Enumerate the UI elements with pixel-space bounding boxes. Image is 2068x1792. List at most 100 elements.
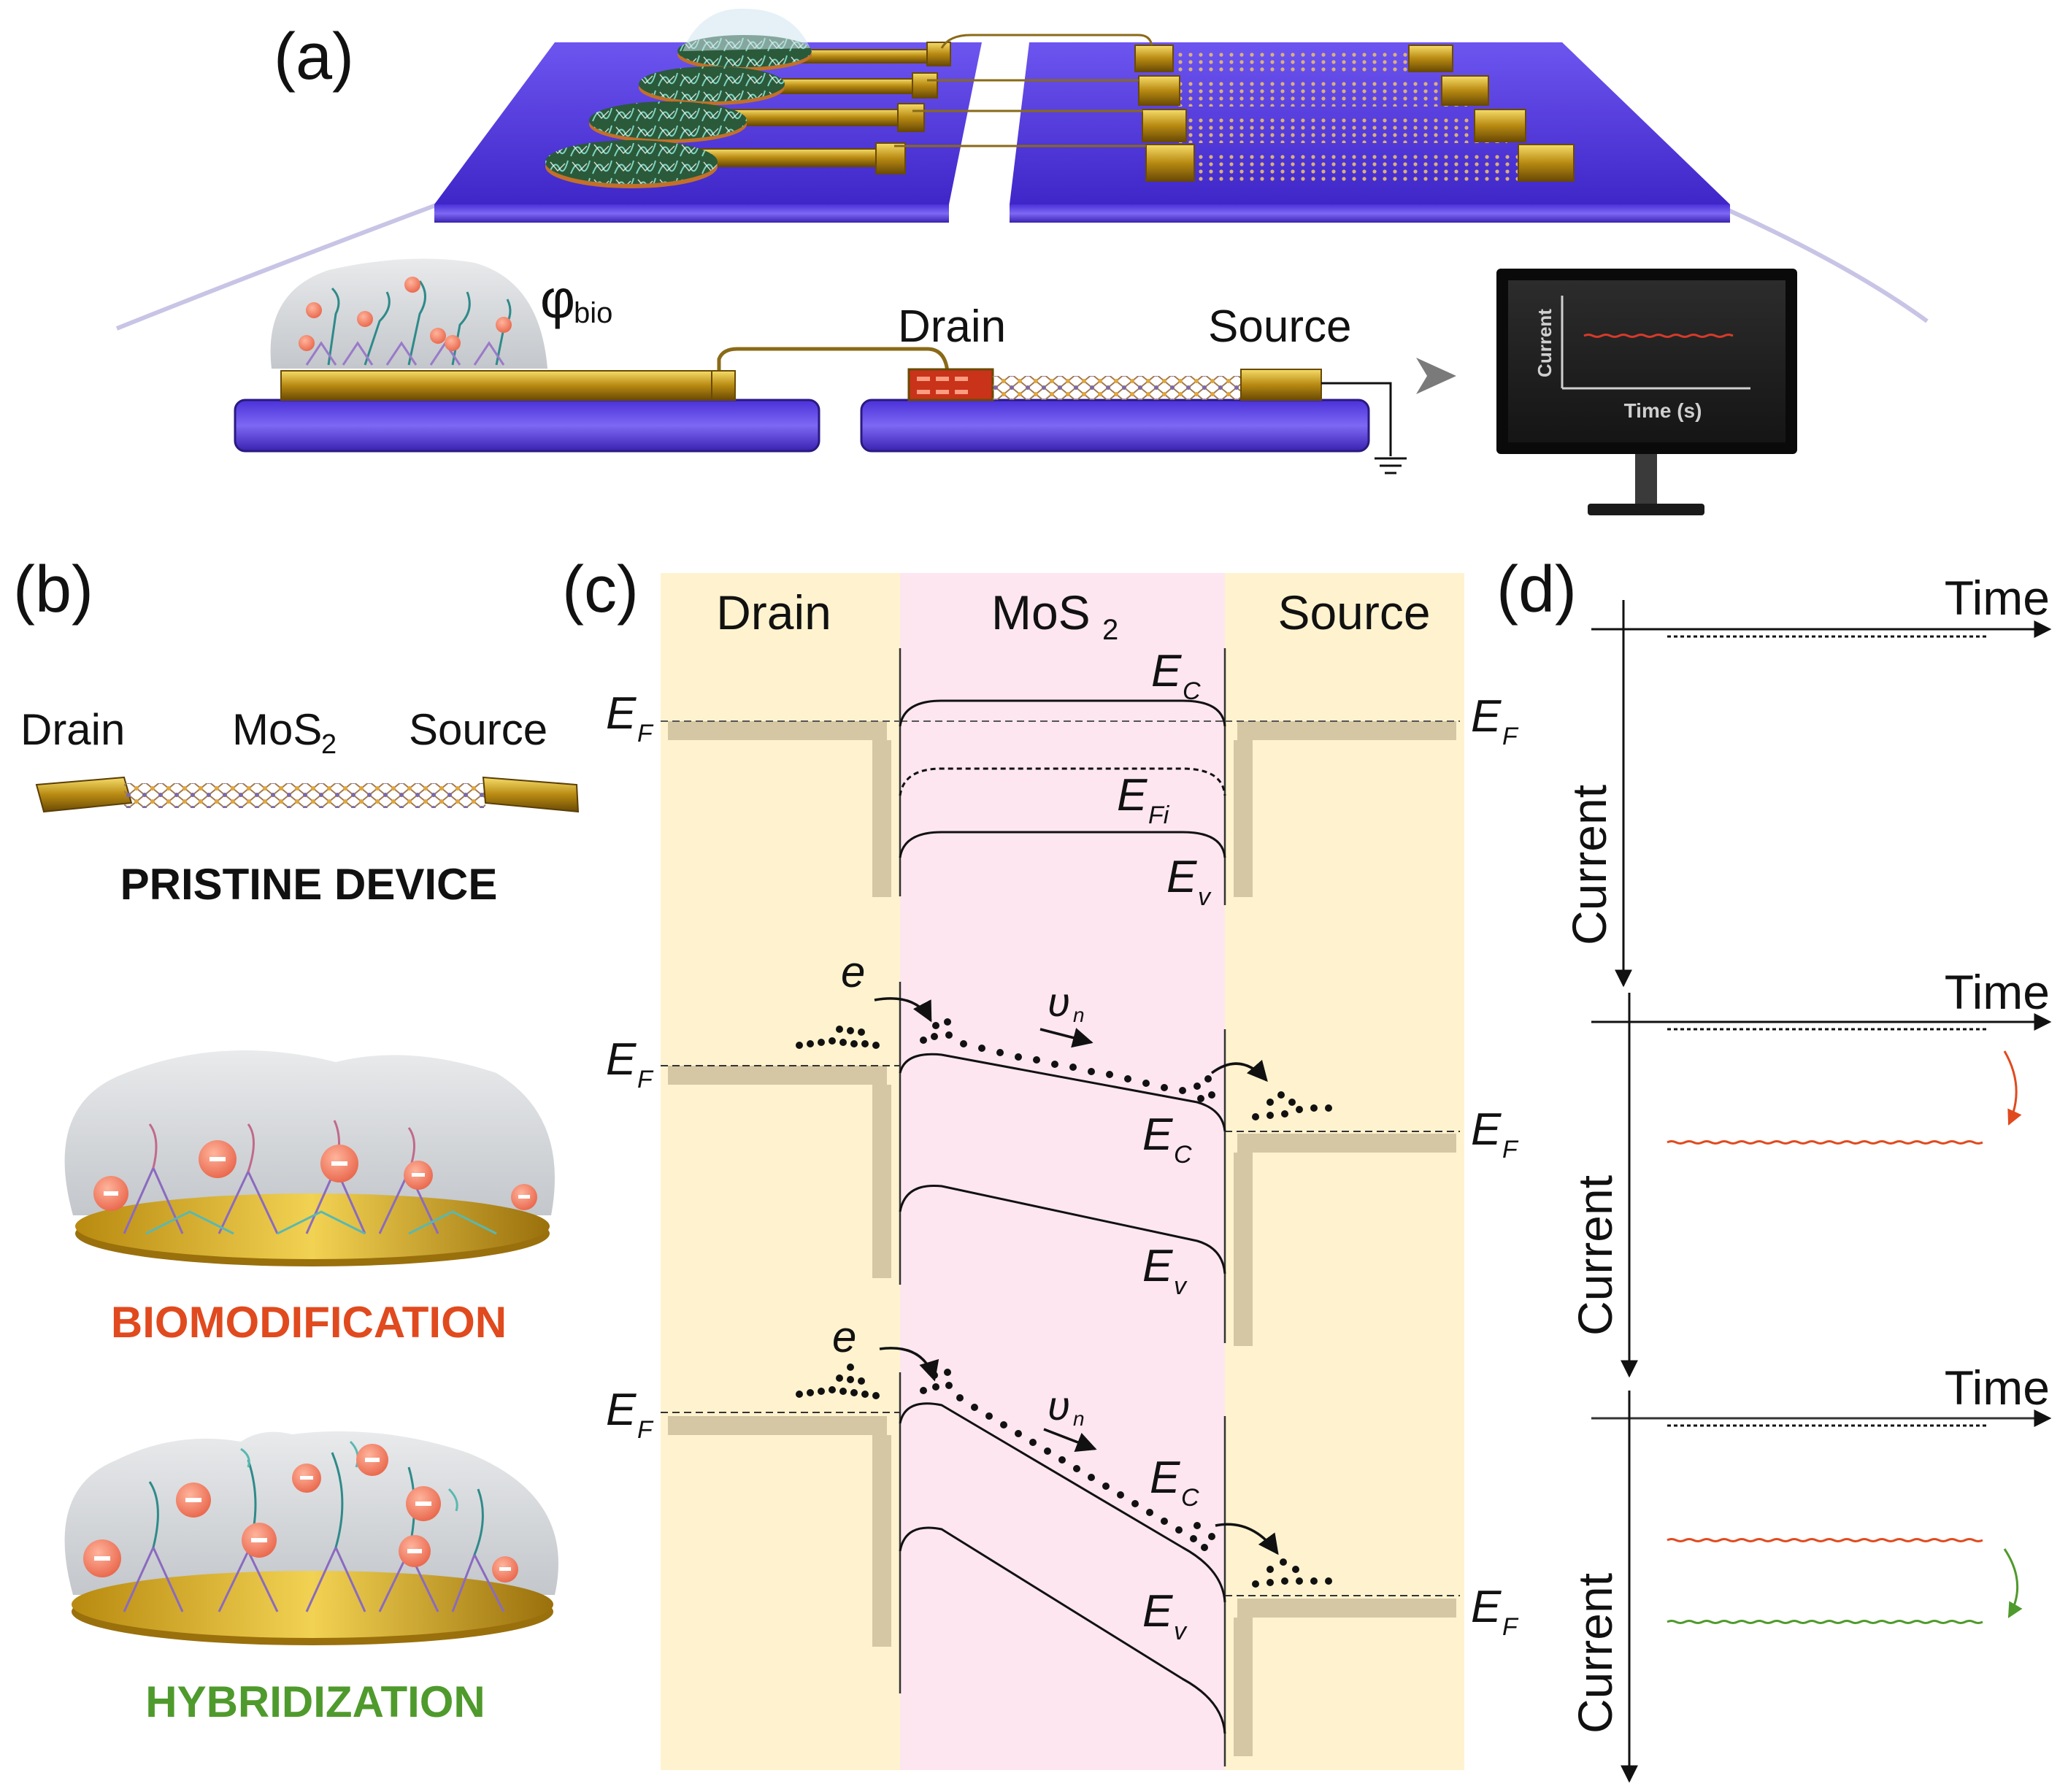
ef-label-d2: E	[606, 1034, 637, 1085]
time-label-1: Time	[1945, 571, 2050, 625]
gate-electrode	[280, 370, 731, 401]
zoom-line-right	[1714, 202, 1929, 323]
biomod-title: BIOMODIFICATION	[111, 1298, 507, 1347]
monitor-signal	[1583, 334, 1734, 338]
ground-symbol	[1375, 457, 1407, 474]
probe-charges-a	[299, 277, 512, 351]
pristine-drain-label: Drain	[20, 705, 125, 754]
ev-curve-2	[899, 1184, 1226, 1274]
electron-exit-arrow-2	[1210, 1059, 1268, 1082]
electron-cloud-2	[796, 1018, 1332, 1120]
ec-sub-2: C	[1174, 1141, 1192, 1169]
electron-inject-arrow-3	[879, 1347, 939, 1382]
time-label-3: Time	[1945, 1361, 2050, 1415]
phi-subscript: bio	[574, 297, 612, 329]
col-mos2-sub: 2	[1102, 614, 1118, 646]
ef-sub-s3: F	[1502, 1613, 1519, 1641]
cross-drain-label: Drain	[898, 301, 1006, 352]
ev-label-1: E	[1166, 852, 1197, 902]
cross-section: φ bio Drain Source	[234, 258, 1456, 474]
current-label-3: Current	[1568, 1573, 1622, 1734]
band-diagram-hybrid	[661, 1347, 1460, 1766]
drain-induced-charges	[917, 377, 968, 394]
cross-substrate-right	[860, 399, 1370, 453]
ef-label-s2: E	[1471, 1104, 1502, 1155]
panel-a: (a)	[115, 8, 1929, 515]
panel-d-label: (d)	[1496, 553, 1577, 626]
band-source-region	[1225, 573, 1464, 1770]
chip-bio-disks	[545, 8, 812, 188]
ec-curve-1	[899, 699, 1226, 727]
shift-arrow-red	[2003, 1050, 2022, 1126]
current-plot-1: Time Current	[1562, 571, 2052, 988]
ef-label-s1: E	[1471, 691, 1502, 742]
col-drain-label: Drain	[716, 585, 831, 639]
panel-d: (d) Time Current Time Current	[1496, 553, 2052, 1783]
col-source-label: Source	[1277, 585, 1430, 639]
panel-c-label: (c)	[562, 553, 639, 626]
monitor-ylabel: Current	[1534, 309, 1556, 377]
monitor-base	[1588, 504, 1704, 515]
panel-a-label: (a)	[274, 20, 354, 93]
ec-label-3: E	[1150, 1453, 1180, 1503]
band-mos2-region	[900, 573, 1225, 1770]
arrow-to-monitor	[1416, 358, 1456, 394]
ec-curve-3	[899, 1402, 1226, 1603]
ground-wire	[1321, 382, 1392, 456]
panel-c: (c) Drain MoS 2 Source E F E F E	[562, 553, 1519, 1770]
electron-inject-arrow-2	[874, 997, 932, 1023]
current-plot-2: Time Current	[1568, 965, 2052, 1378]
band-diagram-equilibrium	[661, 648, 1460, 905]
vn-label-3: υ	[1048, 1383, 1070, 1428]
time-label-2: Time	[1945, 965, 2050, 1019]
biomod-trace-2	[1667, 1140, 1983, 1145]
zoom-line-left	[115, 202, 439, 331]
shift-arrow-green	[2003, 1548, 2023, 1618]
hybrid-trace-3	[1667, 1620, 1983, 1624]
phi-symbol: φ	[540, 269, 575, 329]
ec-sub-1: C	[1183, 677, 1201, 705]
monitor-stand	[1635, 454, 1657, 507]
biomodification-graphic	[64, 1050, 556, 1266]
efi-sub-1: Fi	[1148, 801, 1170, 829]
pristine-source-label: Source	[409, 705, 547, 754]
gate-wire	[717, 347, 950, 373]
drift-arrow-3	[1043, 1428, 1097, 1452]
cross-substrate-left	[234, 399, 820, 453]
ev-label-2: E	[1142, 1241, 1173, 1291]
ec-label-2: E	[1142, 1110, 1173, 1160]
band-drain-region	[661, 573, 900, 1770]
vn-sub-3: n	[1073, 1407, 1085, 1430]
pristine-mos2-sub: 2	[321, 729, 337, 760]
current-label-1: Current	[1562, 785, 1616, 945]
monitor-xlabel: Time (s)	[1624, 399, 1702, 422]
ef-sub-d2: F	[637, 1066, 654, 1093]
bio-dome	[270, 258, 547, 369]
monitor-screen	[1508, 280, 1786, 442]
ev-sub-3: v	[1174, 1618, 1188, 1645]
mos2-channel	[993, 376, 1241, 400]
ef-sub-d3: F	[637, 1416, 654, 1444]
panel-b-label: (b)	[13, 553, 93, 626]
efi-label-1: E	[1117, 770, 1148, 820]
ec-curve-2	[899, 1053, 1226, 1132]
chip-left	[434, 8, 982, 223]
current-plot-3: Time Current	[1568, 1361, 2052, 1783]
ef-label-s3: E	[1471, 1582, 1502, 1632]
ef-sub-s1: F	[1502, 723, 1519, 750]
col-mos2-label: MoS	[991, 585, 1091, 639]
ec-label-1: E	[1151, 646, 1182, 696]
pristine-device-graphic	[35, 776, 580, 813]
ev-curve-3	[899, 1526, 1226, 1734]
drain-electrode	[907, 368, 994, 401]
current-label-2: Current	[1568, 1175, 1622, 1336]
electron-label-3: e	[832, 1312, 856, 1361]
hybrid-title: HYBRIDIZATION	[145, 1677, 485, 1726]
band-diagram-biomod	[661, 982, 1460, 1346]
electron-label-2: e	[841, 947, 865, 996]
pristine-mos2-label: MoS	[232, 705, 322, 754]
efi-curve-1	[899, 767, 1226, 796]
vn-label-2: υ	[1048, 979, 1070, 1025]
ef-label-d3: E	[606, 1385, 637, 1435]
